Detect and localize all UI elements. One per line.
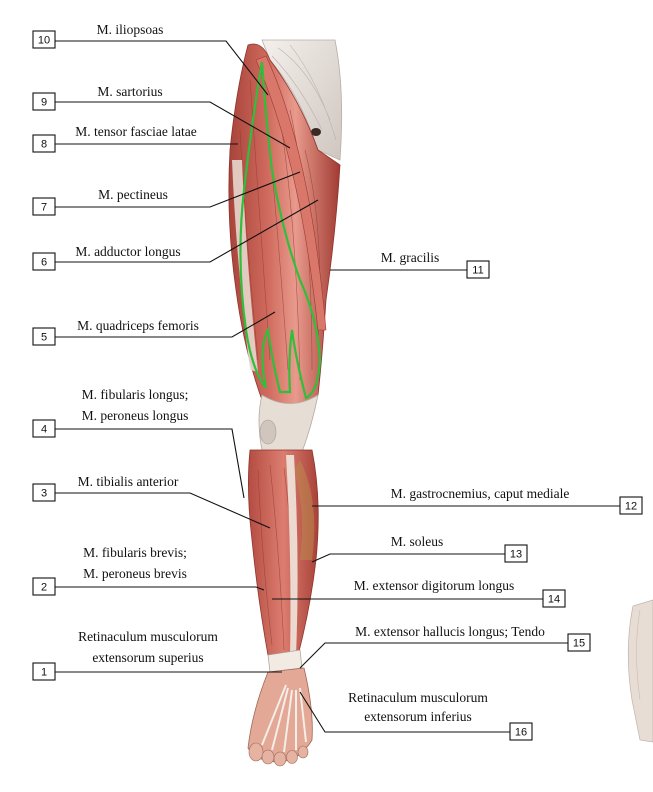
callout-2: 2 M. fibularis brevis; M. peroneus brevis — [32, 545, 265, 596]
number-box — [466, 260, 490, 279]
number-box — [32, 662, 56, 681]
fascia-lata — [232, 160, 258, 372]
muscle-label: Retinaculum musculorum — [348, 690, 488, 705]
sartorius-band — [255, 55, 327, 331]
callout-15: 15 M. extensor hallucis longus; Tendo — [299, 624, 591, 669]
label-callouts: 10 M. iliopsoas 9 M. sartorius 8 M. tensor fa… — [32, 22, 643, 741]
number-box — [32, 92, 56, 111]
leader-line — [55, 101, 291, 149]
number-box — [32, 134, 56, 153]
callout-8: 8 M. tensor fasciae latae — [32, 124, 238, 153]
number-box — [542, 589, 566, 608]
quadriceps-highlight-outline — [239, 61, 322, 400]
muscle-label: M. iliopsoas — [97, 22, 164, 37]
number-label: 6 — [41, 257, 47, 269]
callout-10: 10 M. iliopsoas — [32, 22, 269, 96]
number-label: 8 — [41, 139, 47, 151]
second-figure-fragment — [627, 599, 653, 743]
muscle-label: M. peroneus brevis — [83, 566, 187, 581]
callout-14: 14 M. extensor digitorum longus — [272, 578, 566, 608]
muscle-label: M. tibialis anterior — [78, 474, 179, 489]
muscle-label: M. peroneus longus — [82, 408, 189, 423]
number-box — [509, 722, 533, 741]
muscle-label: M. soleus — [391, 534, 444, 549]
leg-illustration — [228, 39, 653, 767]
leader-line — [55, 492, 271, 529]
muscle-label: M. sartorius — [97, 84, 162, 99]
callout-6: 6 M. adductor longus — [32, 199, 319, 271]
leader-line — [55, 199, 319, 263]
leader-line — [299, 642, 568, 669]
callout-13: 13 M. soleus — [311, 534, 528, 563]
muscle-label: M. pectineus — [98, 187, 168, 202]
number-label: 9 — [41, 97, 47, 109]
muscle-label: M. adductor longus — [75, 244, 180, 259]
muscle-label: extensorum inferius — [364, 709, 472, 724]
leader-line — [55, 171, 301, 208]
number-box — [619, 496, 643, 515]
number-box — [32, 327, 56, 346]
number-box — [32, 483, 56, 502]
number-label: 1 — [41, 667, 47, 679]
number-box — [32, 252, 56, 271]
leader-line — [55, 428, 245, 499]
number-label: 7 — [41, 202, 47, 214]
number-label: 14 — [548, 594, 560, 606]
leader-line — [55, 40, 269, 96]
number-label: 13 — [510, 549, 522, 561]
muscle-label: Retinaculum musculorum — [78, 629, 218, 644]
leader-line — [299, 691, 510, 733]
muscle-label: M. extensor hallucis longus; Tendo — [355, 624, 545, 639]
leader-line — [55, 311, 276, 338]
number-label: 2 — [41, 582, 47, 594]
number-label: 11 — [472, 265, 483, 277]
number-box — [32, 577, 56, 596]
muscle-label: M. gastrocnemius, caput mediale — [391, 486, 570, 501]
muscle-label: M. fibularis brevis; — [83, 545, 187, 560]
muscle-label: M. gracilis — [381, 250, 440, 265]
muscle-label: M. extensor digitorum longus — [354, 578, 515, 593]
number-label: 12 — [625, 501, 637, 513]
callout-16: 16 Retinaculum musculorum extensorum infer… — [299, 690, 533, 741]
callout-9: 9 M. sartorius — [32, 84, 291, 149]
callout-5: 5 M. quadriceps femoris — [32, 311, 276, 346]
callout-4: 4 M. fibularis longus; M. peroneus longus — [32, 387, 245, 499]
number-box — [32, 197, 56, 216]
callout-3: 3 M. tibialis anterior — [32, 474, 271, 529]
number-label: 4 — [41, 424, 47, 436]
muscle-label: M. quadriceps femoris — [77, 318, 199, 333]
number-label: 16 — [515, 727, 527, 739]
leader-line — [311, 553, 505, 563]
callout-7: 7 M. pectineus — [32, 171, 301, 216]
leader-line — [55, 586, 265, 591]
number-label: 10 — [38, 35, 50, 47]
number-box — [32, 419, 56, 438]
number-box — [32, 30, 56, 49]
muscle-label: M. tensor fasciae latae — [75, 124, 196, 139]
muscle-label: M. fibularis longus; — [82, 387, 189, 402]
muscle-label: extensorum superius — [92, 650, 203, 665]
number-label: 15 — [573, 638, 585, 650]
number-label: 5 — [41, 332, 47, 344]
number-box — [504, 544, 528, 563]
number-box — [567, 633, 591, 652]
callout-12: 12 M. gastrocnemius, caput mediale — [312, 486, 643, 515]
number-label: 3 — [41, 488, 47, 500]
callout-11: 11 M. gracilis — [330, 250, 490, 279]
callout-1: 1 Retinaculum musculorum extensorum superi… — [32, 629, 282, 681]
